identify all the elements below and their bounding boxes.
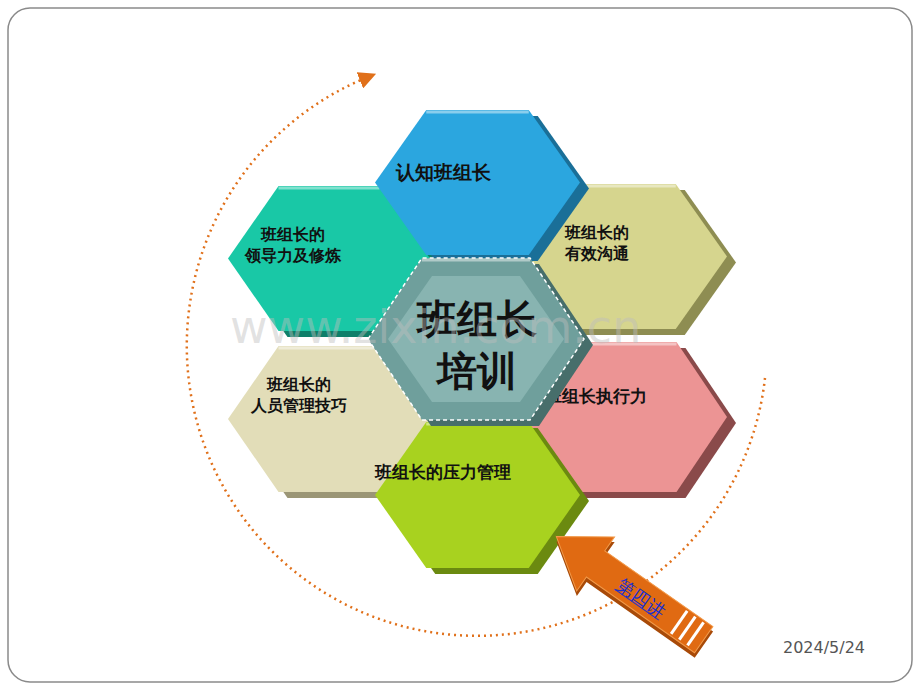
arrow-body bbox=[537, 509, 722, 666]
topic-label: 班组长的 领导力及修炼 bbox=[228, 225, 358, 267]
watermark: www.zixin.com.cn bbox=[230, 300, 641, 354]
topic-label: 认知班组长 bbox=[343, 160, 543, 185]
topic-hexagon: 班组长的压力管理 bbox=[375, 422, 580, 568]
hexagon-highlight bbox=[426, 423, 529, 426]
topic-label: 班组长的压力管理 bbox=[343, 461, 543, 483]
topic-label: 班组长的 有效沟通 bbox=[547, 223, 647, 265]
cycle-arc bbox=[187, 77, 765, 636]
slide-date: 2024/5/24 bbox=[783, 638, 865, 657]
topic-label: 班组长的 人员管理技巧 bbox=[229, 375, 369, 417]
arrow-stripe bbox=[688, 622, 704, 645]
hexagon-highlight bbox=[426, 111, 529, 114]
hexagon-highlight bbox=[422, 259, 530, 262]
node-shape bbox=[375, 422, 580, 568]
hexagon-highlight bbox=[573, 185, 676, 188]
hexagon-highlight bbox=[279, 187, 380, 190]
hexagon-face bbox=[375, 422, 580, 568]
slide-frame bbox=[8, 8, 912, 682]
topic-hexagon: 认知班组长 bbox=[375, 110, 580, 255]
